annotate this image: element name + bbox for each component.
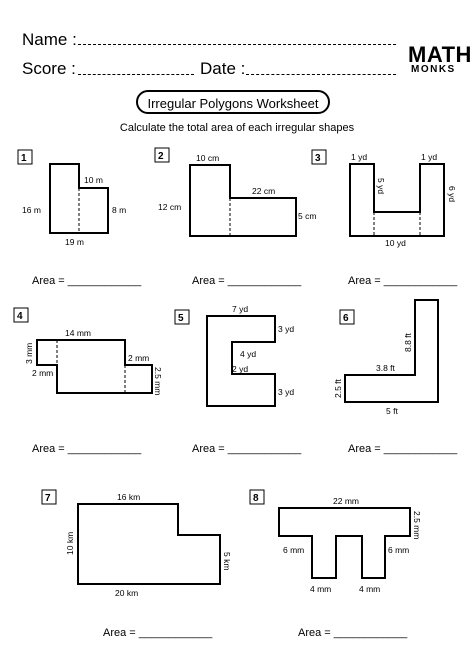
score-line[interactable] bbox=[78, 74, 194, 75]
shape-2-dim-top: 10 cm bbox=[196, 153, 219, 163]
shape-8-dim-left-foot: 4 mm bbox=[310, 584, 331, 594]
shape-1 bbox=[49, 163, 109, 234]
problem-1-number: 1 bbox=[21, 153, 27, 164]
date-label: Date : bbox=[200, 59, 246, 78]
problem-5-number: 5 bbox=[178, 313, 184, 324]
shape-8-dim-top: 22 mm bbox=[333, 496, 359, 506]
shape-4-dim-right: 2.5 mm bbox=[153, 367, 163, 395]
shape-3 bbox=[349, 163, 445, 237]
shape-3-dim-top-right: 1 yd bbox=[421, 152, 437, 162]
problem-3-area[interactable]: Area = ____________ bbox=[348, 275, 458, 287]
shape-3-dim-inner: 5 yd bbox=[376, 178, 386, 194]
problem-3-number-box bbox=[311, 149, 327, 165]
shape-7-dim-bottom: 20 km bbox=[115, 588, 138, 598]
shape-1-dim-left: 16 m bbox=[22, 205, 41, 215]
problem-8-number: 8 bbox=[253, 493, 259, 504]
problem-2-area[interactable]: Area = ____________ bbox=[192, 275, 302, 287]
problem-5-area[interactable]: Area = ____________ bbox=[192, 443, 302, 455]
shape-1-dim-bottom: 19 m bbox=[65, 237, 84, 247]
shape-6-dim-step: 3.8 ft bbox=[376, 363, 396, 373]
worksheet-title-box: Irregular Polygons Worksheet bbox=[136, 90, 330, 114]
shape-8-dim-right: 2.5 mm bbox=[412, 511, 422, 539]
problem-7-number-box bbox=[41, 489, 57, 505]
math-logo: MATH bbox=[408, 42, 472, 67]
problem-6-number: 6 bbox=[343, 313, 349, 324]
problem-7-area[interactable]: Area = ____________ bbox=[103, 627, 213, 639]
instructions: Calculate the total area of each irregul… bbox=[119, 122, 355, 134]
shape-4-dim-right-step: 2 mm bbox=[128, 353, 149, 363]
monks-logo: MONKS bbox=[411, 64, 456, 75]
shape-8-dim-right-foot: 4 mm bbox=[359, 584, 380, 594]
problem-5-number-box bbox=[174, 309, 190, 325]
shape-5-dim-right-bottom: 3 yd bbox=[278, 387, 294, 397]
shape-5 bbox=[206, 315, 276, 407]
shape-2-dim-step: 22 cm bbox=[252, 186, 275, 196]
shape-5-dim-inner-top: 4 yd bbox=[240, 349, 256, 359]
shape-4-dim-left: 3 mm bbox=[24, 343, 34, 364]
shape-2-dim-left: 12 cm bbox=[158, 202, 181, 212]
problem-8-area[interactable]: Area = ____________ bbox=[298, 627, 408, 639]
shape-5-dim-right-top: 3 yd bbox=[278, 324, 294, 334]
shape-8-dim-left-leg: 6 mm bbox=[283, 545, 304, 555]
date-line[interactable] bbox=[246, 74, 396, 75]
shape-3-dim-right: 6 yd bbox=[447, 186, 457, 202]
shape-7-dim-right: 5 km bbox=[222, 552, 232, 570]
shape-2-dim-right: 5 cm bbox=[298, 211, 316, 221]
problem-4-number-box bbox=[13, 307, 29, 323]
shape-4-dim-left-step: 2 mm bbox=[32, 368, 53, 378]
worksheet-title: Irregular Polygons Worksheet bbox=[147, 96, 319, 111]
problem-4-number: 4 bbox=[17, 311, 23, 322]
score-label: Score : bbox=[22, 59, 76, 78]
problem-1-number-box bbox=[17, 149, 33, 165]
shape-7-dim-top: 16 km bbox=[117, 492, 140, 502]
shape-3-dim-bottom: 10 yd bbox=[385, 238, 406, 248]
shape-5-dim-top: 7 yd bbox=[232, 304, 248, 314]
shape-4-dim-top: 14 mm bbox=[65, 328, 91, 338]
name-line[interactable] bbox=[78, 44, 396, 45]
problem-6-number-box bbox=[339, 309, 355, 325]
shape-1-dim-right: 8 m bbox=[112, 205, 126, 215]
shape-6-dim-bottom: 5 ft bbox=[386, 406, 398, 416]
problem-4-area[interactable]: Area = ____________ bbox=[32, 443, 142, 455]
shape-7-dim-left: 10 km bbox=[65, 532, 75, 555]
problem-8-number-box bbox=[249, 489, 265, 505]
problem-2-number: 2 bbox=[158, 151, 164, 162]
shape-8 bbox=[278, 507, 411, 579]
shape-3-dim-top-left: 1 yd bbox=[351, 152, 367, 162]
shape-2 bbox=[189, 164, 297, 237]
problem-7-number: 7 bbox=[45, 493, 51, 504]
problem-2-number-box bbox=[154, 147, 170, 163]
shape-6-dim-left: 2.5 ft bbox=[333, 378, 343, 398]
shape-8-dim-right-leg: 6 mm bbox=[388, 545, 409, 555]
problem-1-area[interactable]: Area = ____________ bbox=[32, 275, 142, 287]
shape-4 bbox=[36, 339, 153, 394]
problem-6-area[interactable]: Area = ____________ bbox=[348, 443, 458, 455]
problem-3-number: 3 bbox=[315, 153, 321, 164]
shape-1-dim-top: 10 m bbox=[84, 175, 103, 185]
shape-6 bbox=[344, 299, 439, 403]
name-label: Name : bbox=[22, 30, 77, 49]
shape-7 bbox=[77, 503, 221, 585]
shape-5-dim-inner-left: 2 yd bbox=[232, 364, 248, 374]
shape-6-dim-inner: 8.8 ft bbox=[403, 332, 413, 352]
